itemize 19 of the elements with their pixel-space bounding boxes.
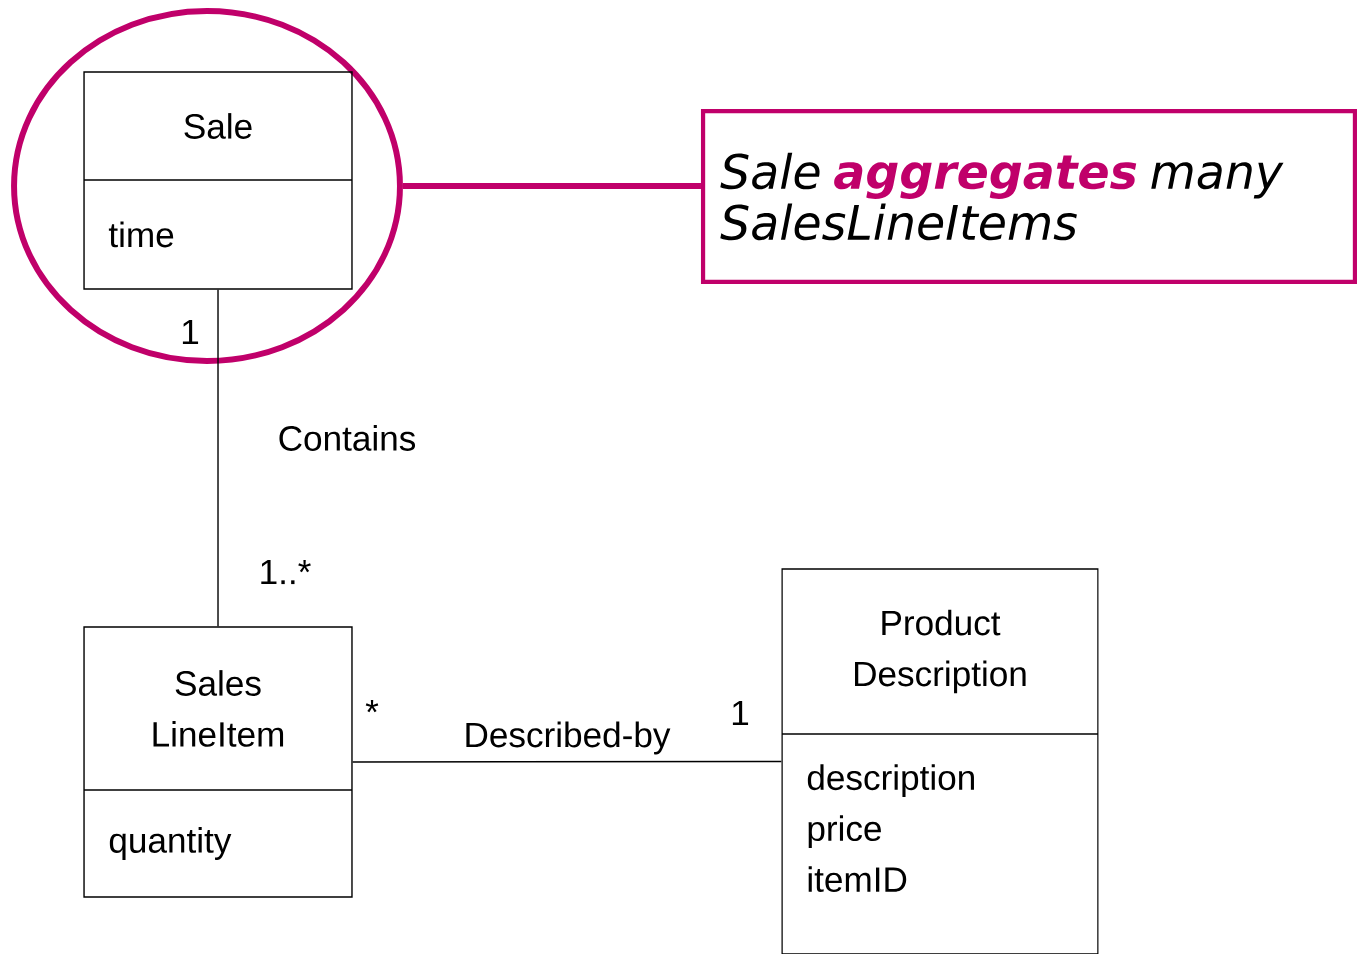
highlight-ellipse <box>11 8 403 364</box>
attribute-list: quantity <box>109 827 232 860</box>
association-line <box>402 183 701 189</box>
class-name: Product Description <box>855 609 1026 694</box>
association-line <box>217 288 219 628</box>
association-line <box>351 760 783 763</box>
edge-label: Described-by <box>461 719 673 757</box>
class-name: Sales LineItem <box>153 670 284 747</box>
edge-label: Contains <box>275 423 419 453</box>
class-box <box>83 626 353 898</box>
multiplicity-label: 1 <box>732 700 749 726</box>
class-name: Sale <box>184 113 252 139</box>
class-box <box>781 568 1099 954</box>
note-box: Sale aggregates many SalesLineItems <box>700 108 1357 285</box>
multiplicity-label: 1..* <box>261 559 311 585</box>
attribute-list: time <box>108 221 174 248</box>
multiplicity-label: 1 <box>182 319 199 345</box>
class-box <box>83 71 353 290</box>
attribute-list: description price itemID <box>807 764 974 893</box>
